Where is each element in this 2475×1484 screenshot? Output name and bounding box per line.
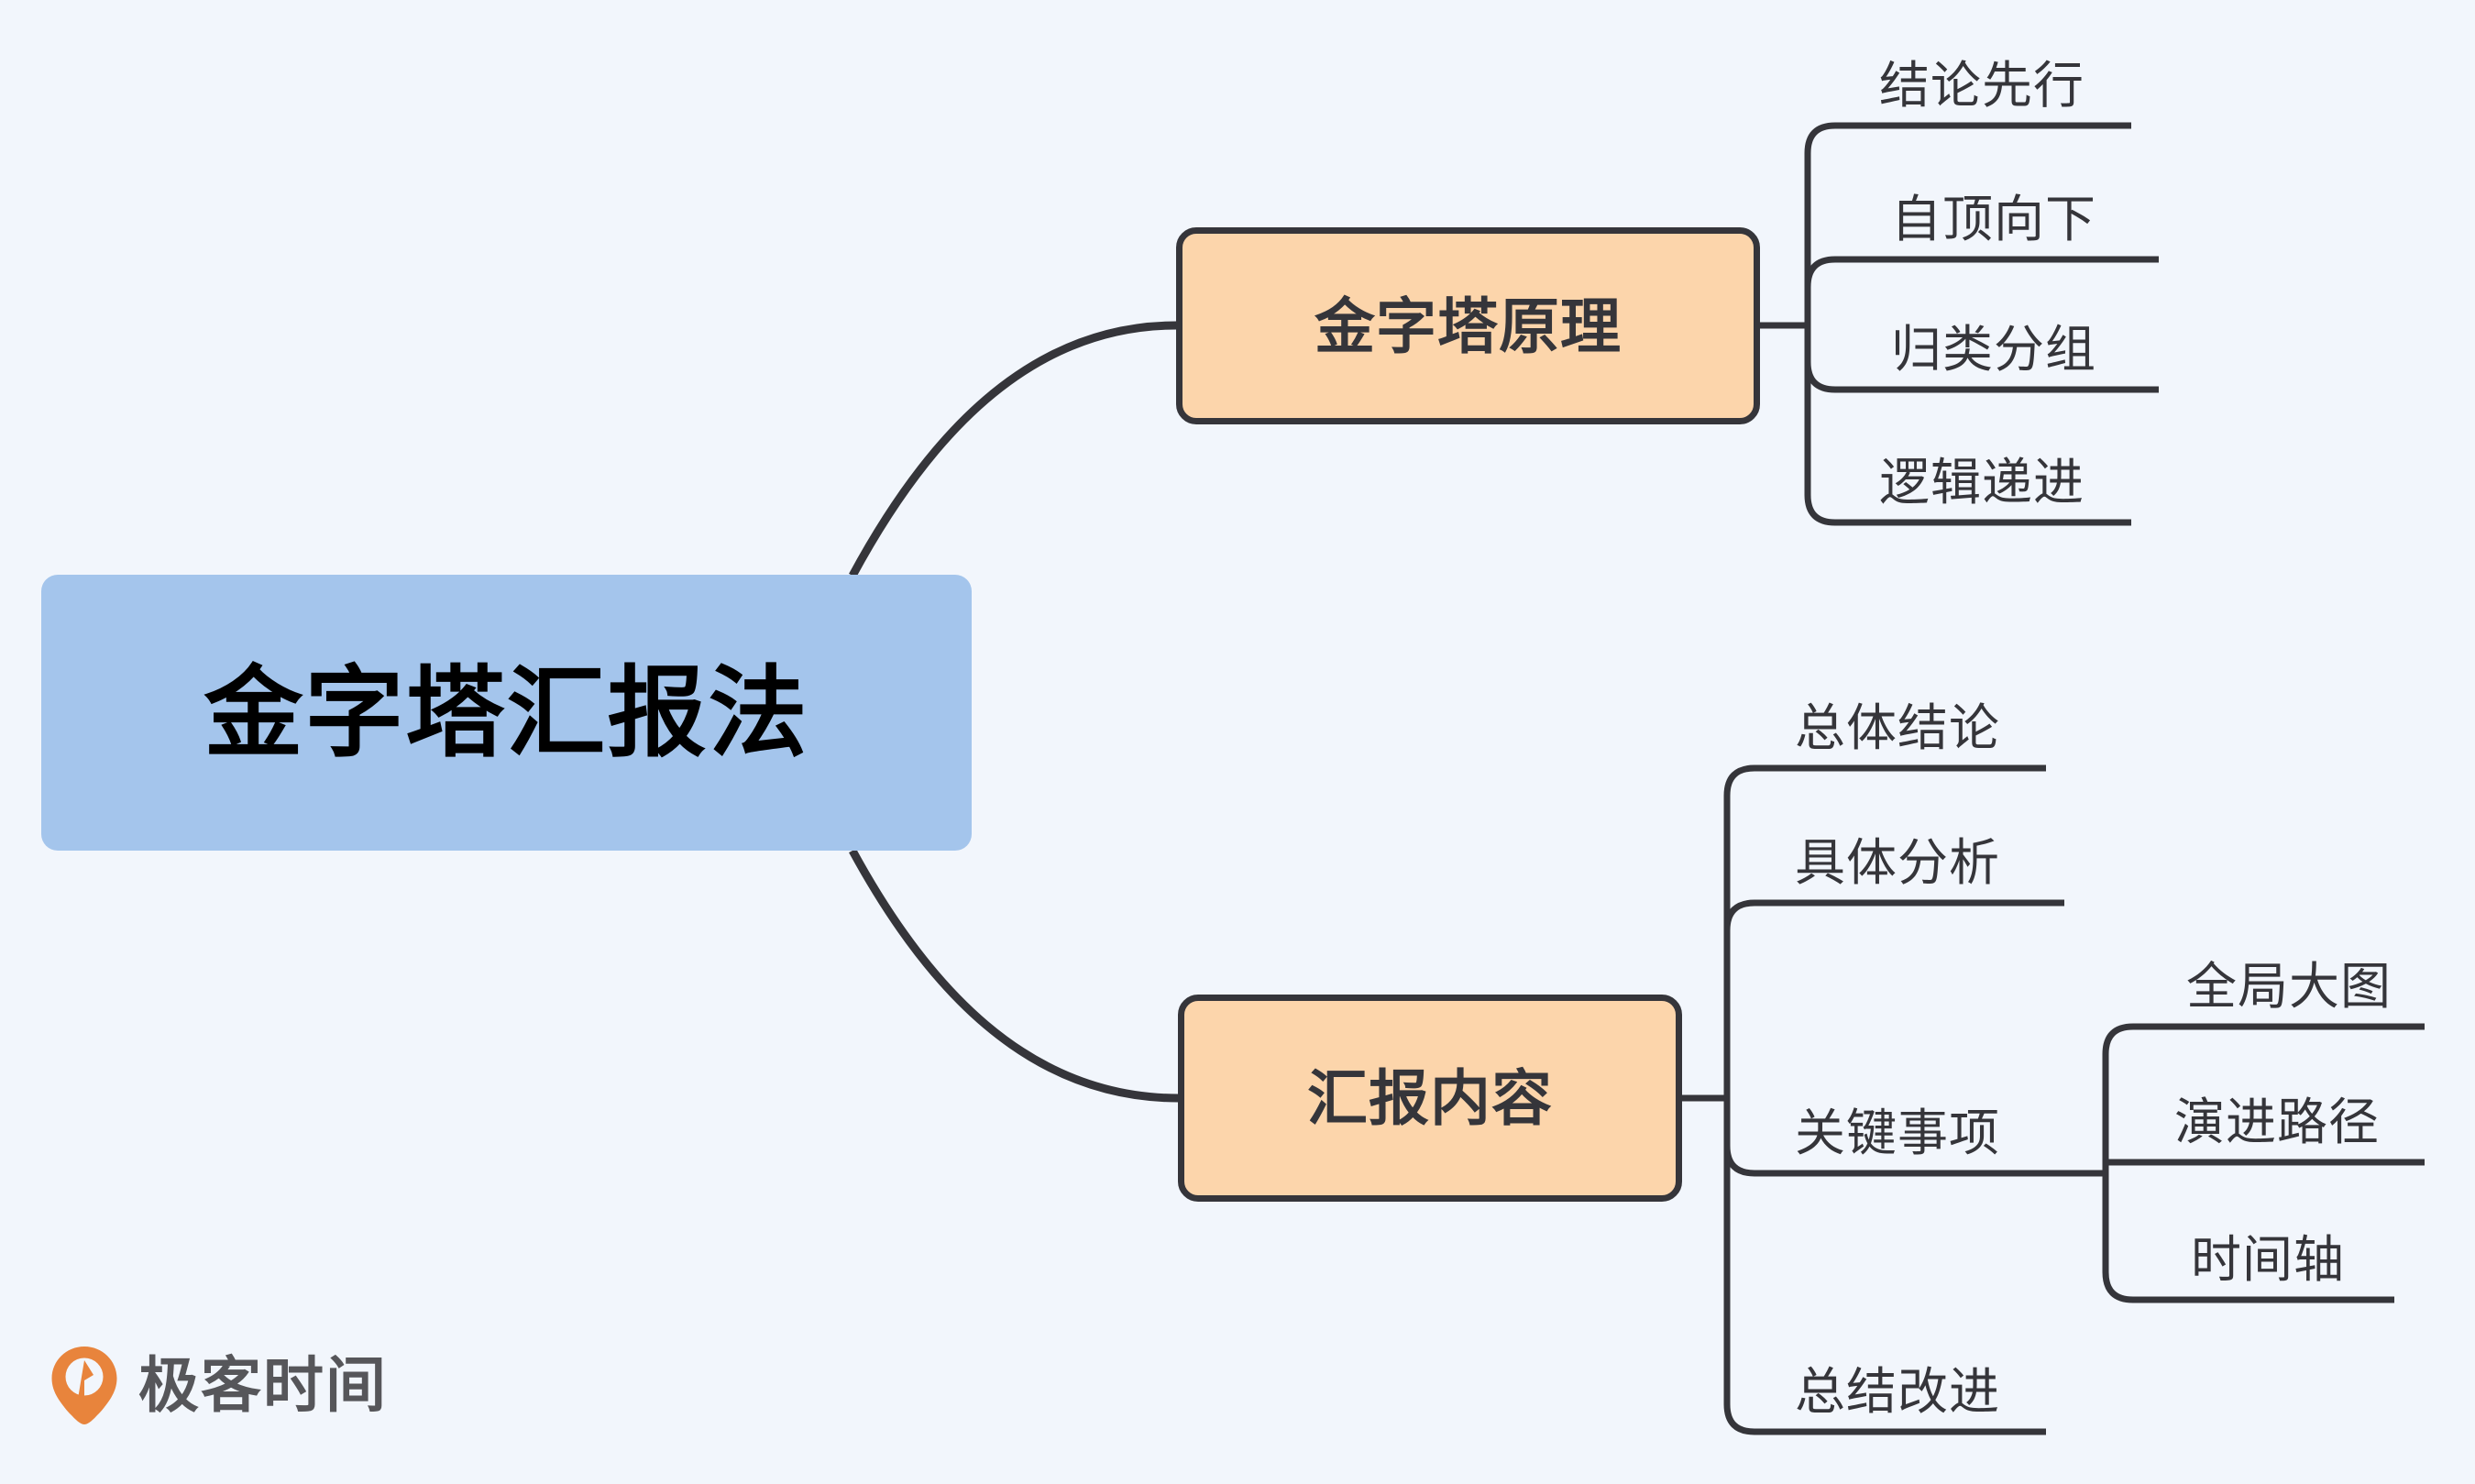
root-node[interactable]: 金字塔汇报法 <box>41 575 972 851</box>
leaf-node-detailed-analysis[interactable]: 具体分析 <box>1795 834 2001 891</box>
link-root-to-branch-0 <box>849 321 1177 578</box>
brand-name: 极客时间 <box>138 1351 388 1419</box>
link-root-to-branch-1 <box>849 848 1179 1103</box>
link-branch-1-child-1 <box>1723 899 2064 1098</box>
branch-node-label: 金字塔原理 <box>1314 291 1622 360</box>
branch-node-label: 汇报内容 <box>1307 1064 1553 1132</box>
leaf-node-top-down[interactable]: 自顶向下 <box>1891 191 2097 247</box>
leaf-node-grouping[interactable]: 归类分组 <box>1891 321 2097 378</box>
root-node-label: 金字塔汇报法 <box>204 656 809 768</box>
leaf-node-big-picture[interactable]: 全局大图 <box>2186 958 2392 1015</box>
leaf-node-timeline[interactable]: 时间轴 <box>2191 1231 2346 1288</box>
leaf-node-key-items[interactable]: 关键事项 <box>1795 1105 2001 1161</box>
leaf-node-conclusion-first[interactable]: 结论先行 <box>1879 57 2085 114</box>
leaf-node-evolution-path[interactable]: 演进路径 <box>2174 1094 2381 1150</box>
leaf-node-overall-conclusion[interactable]: 总体结论 <box>1795 699 2001 756</box>
brand-logo: 极客时间 <box>50 1346 388 1424</box>
link-keyitems-child-1 <box>2102 1159 2425 1173</box>
branch-node-pyramid-principle[interactable]: 金字塔原理 <box>1176 227 1760 424</box>
link-branch-0-child-1 <box>1804 256 2159 325</box>
geektime-pin-icon <box>51 1347 117 1424</box>
link-branch-1-child-0 <box>1723 764 2046 1098</box>
leaf-node-summary-improvement[interactable]: 总结改进 <box>1795 1363 2001 1420</box>
leaf-node-logical-progression[interactable]: 逻辑递进 <box>1879 454 2085 511</box>
branch-node-report-content[interactable]: 汇报内容 <box>1178 995 1682 1202</box>
